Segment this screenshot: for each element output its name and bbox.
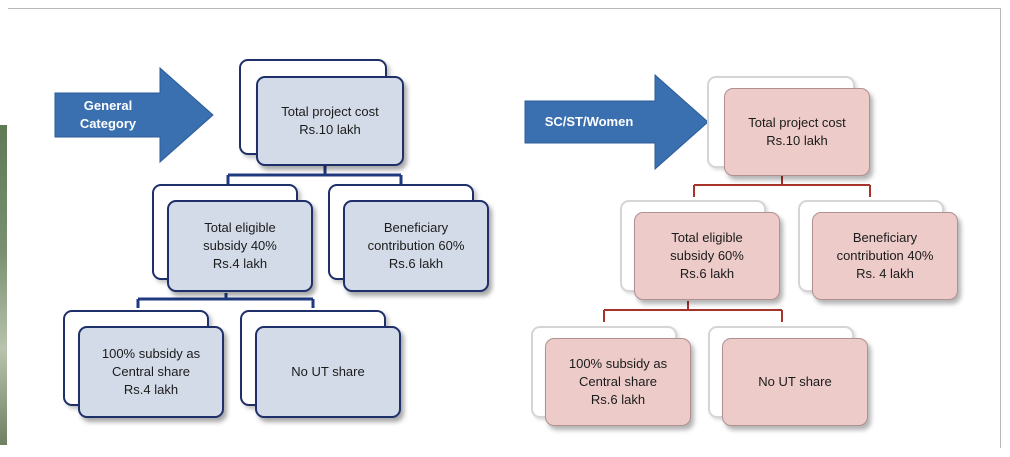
box-line: Rs. 4 lakh — [856, 266, 914, 281]
figure-frame — [8, 8, 1001, 448]
box-line: subsidy 60% — [670, 248, 744, 263]
box-line: Rs.10 lakh — [299, 122, 361, 137]
box-line: 100% subsidy as — [568, 356, 668, 371]
box-line: Total eligible — [204, 220, 276, 235]
scst-central-share-box: 100% subsidy as Central share Rs.6 lakh — [545, 338, 691, 426]
general-category-arrow — [54, 66, 214, 164]
general-arrow-label-line2: Category — [79, 116, 137, 131]
general-total-eligible-subsidy-box: Total eligible subsidy 40% Rs.4 lakh — [167, 200, 313, 292]
box-line: Rs.6 lakh — [679, 266, 735, 281]
general-connector-subsidy — [136, 293, 315, 308]
scst-arrow-label: SC/ST/Women — [528, 113, 650, 131]
box-line: Total eligible — [671, 230, 743, 245]
scst-total-project-cost-box: Total project cost Rs.10 lakh — [724, 88, 870, 176]
box-line: Central share — [111, 364, 191, 379]
scst-women-arrow — [524, 73, 709, 171]
box-line: Rs.4 lakh — [212, 256, 268, 271]
scst-no-ut-share-box: No UT share — [722, 338, 868, 426]
box-line: Beneficiary — [383, 220, 449, 235]
box-line: Rs.6 lakh — [388, 256, 444, 271]
box-line: Central share — [578, 374, 658, 389]
scst-arrow-label-text: SC/ST/Women — [544, 114, 634, 129]
scst-connector-root — [693, 176, 871, 197]
box-line: Rs.10 lakh — [766, 133, 828, 148]
general-arrow-label: General Category — [60, 97, 156, 133]
box-line: contribution 60% — [367, 238, 465, 253]
box-line: Total project cost — [748, 115, 846, 130]
general-central-share-box: 100% subsidy as Central share Rs.4 lakh — [78, 326, 224, 418]
general-beneficiary-contribution-box: Beneficiary contribution 60% Rs.6 lakh — [343, 200, 489, 292]
general-total-project-cost-box: Total project cost Rs.10 lakh — [256, 76, 404, 166]
box-line: subsidy 40% — [203, 238, 277, 253]
box-line: Rs.4 lakh — [123, 382, 179, 397]
box-line: No UT share — [758, 374, 832, 389]
scst-total-eligible-subsidy-box: Total eligible subsidy 60% Rs.6 lakh — [634, 212, 780, 300]
box-line: 100% subsidy as — [101, 346, 201, 361]
left-edge-photo-strip — [0, 125, 7, 445]
scst-beneficiary-contribution-box: Beneficiary contribution 40% Rs. 4 lakh — [812, 212, 958, 300]
box-line: Beneficiary — [852, 230, 918, 245]
general-no-ut-share-box: No UT share — [255, 326, 401, 418]
box-line: contribution 40% — [836, 248, 934, 263]
scst-connector-subsidy — [603, 301, 783, 322]
box-line: Rs.6 lakh — [590, 392, 646, 407]
box-line: Total project cost — [281, 104, 379, 119]
general-connector-root — [226, 164, 403, 184]
box-line: No UT share — [291, 364, 365, 379]
general-arrow-label-line1: General — [83, 98, 133, 113]
